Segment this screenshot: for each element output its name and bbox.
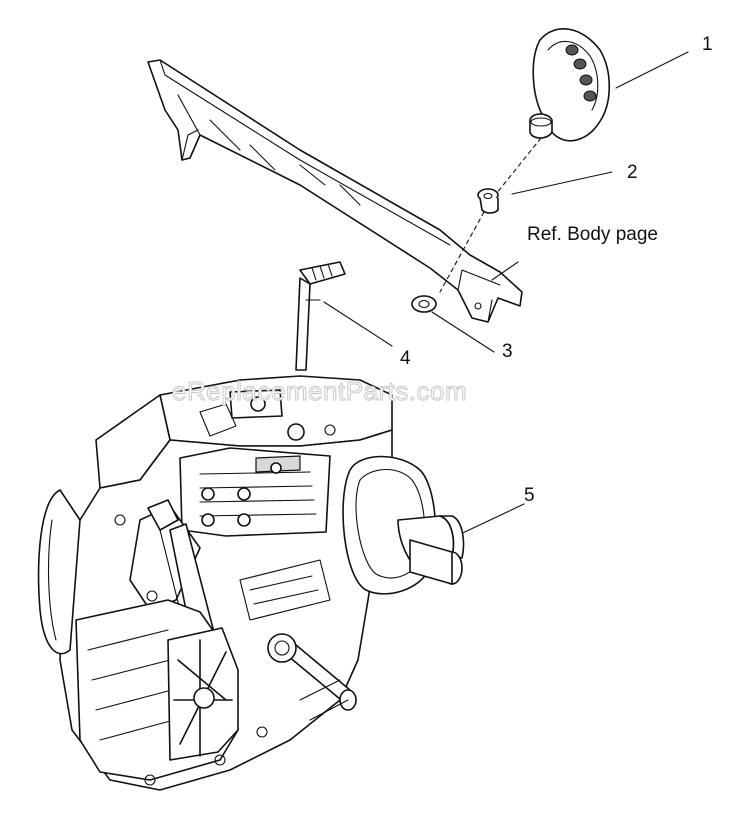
- engine-icon: [37, 375, 465, 791]
- flange-washer-icon: [477, 188, 499, 214]
- callout-5: 5: [524, 485, 535, 506]
- callout-4: 4: [400, 348, 411, 369]
- dash-panel-icon: [147, 59, 523, 323]
- leader-lines: [323, 51, 689, 539]
- callout-2: 2: [627, 162, 638, 183]
- callout-3: 3: [502, 341, 513, 362]
- choke-lever-icon: [295, 261, 346, 371]
- callout-1: 1: [702, 34, 713, 55]
- washer-icon: [411, 295, 437, 313]
- watermark-text: eReplacementParts.com: [172, 376, 467, 406]
- control-knob-icon: [529, 28, 611, 142]
- reference-note: Ref. Body page: [527, 224, 658, 245]
